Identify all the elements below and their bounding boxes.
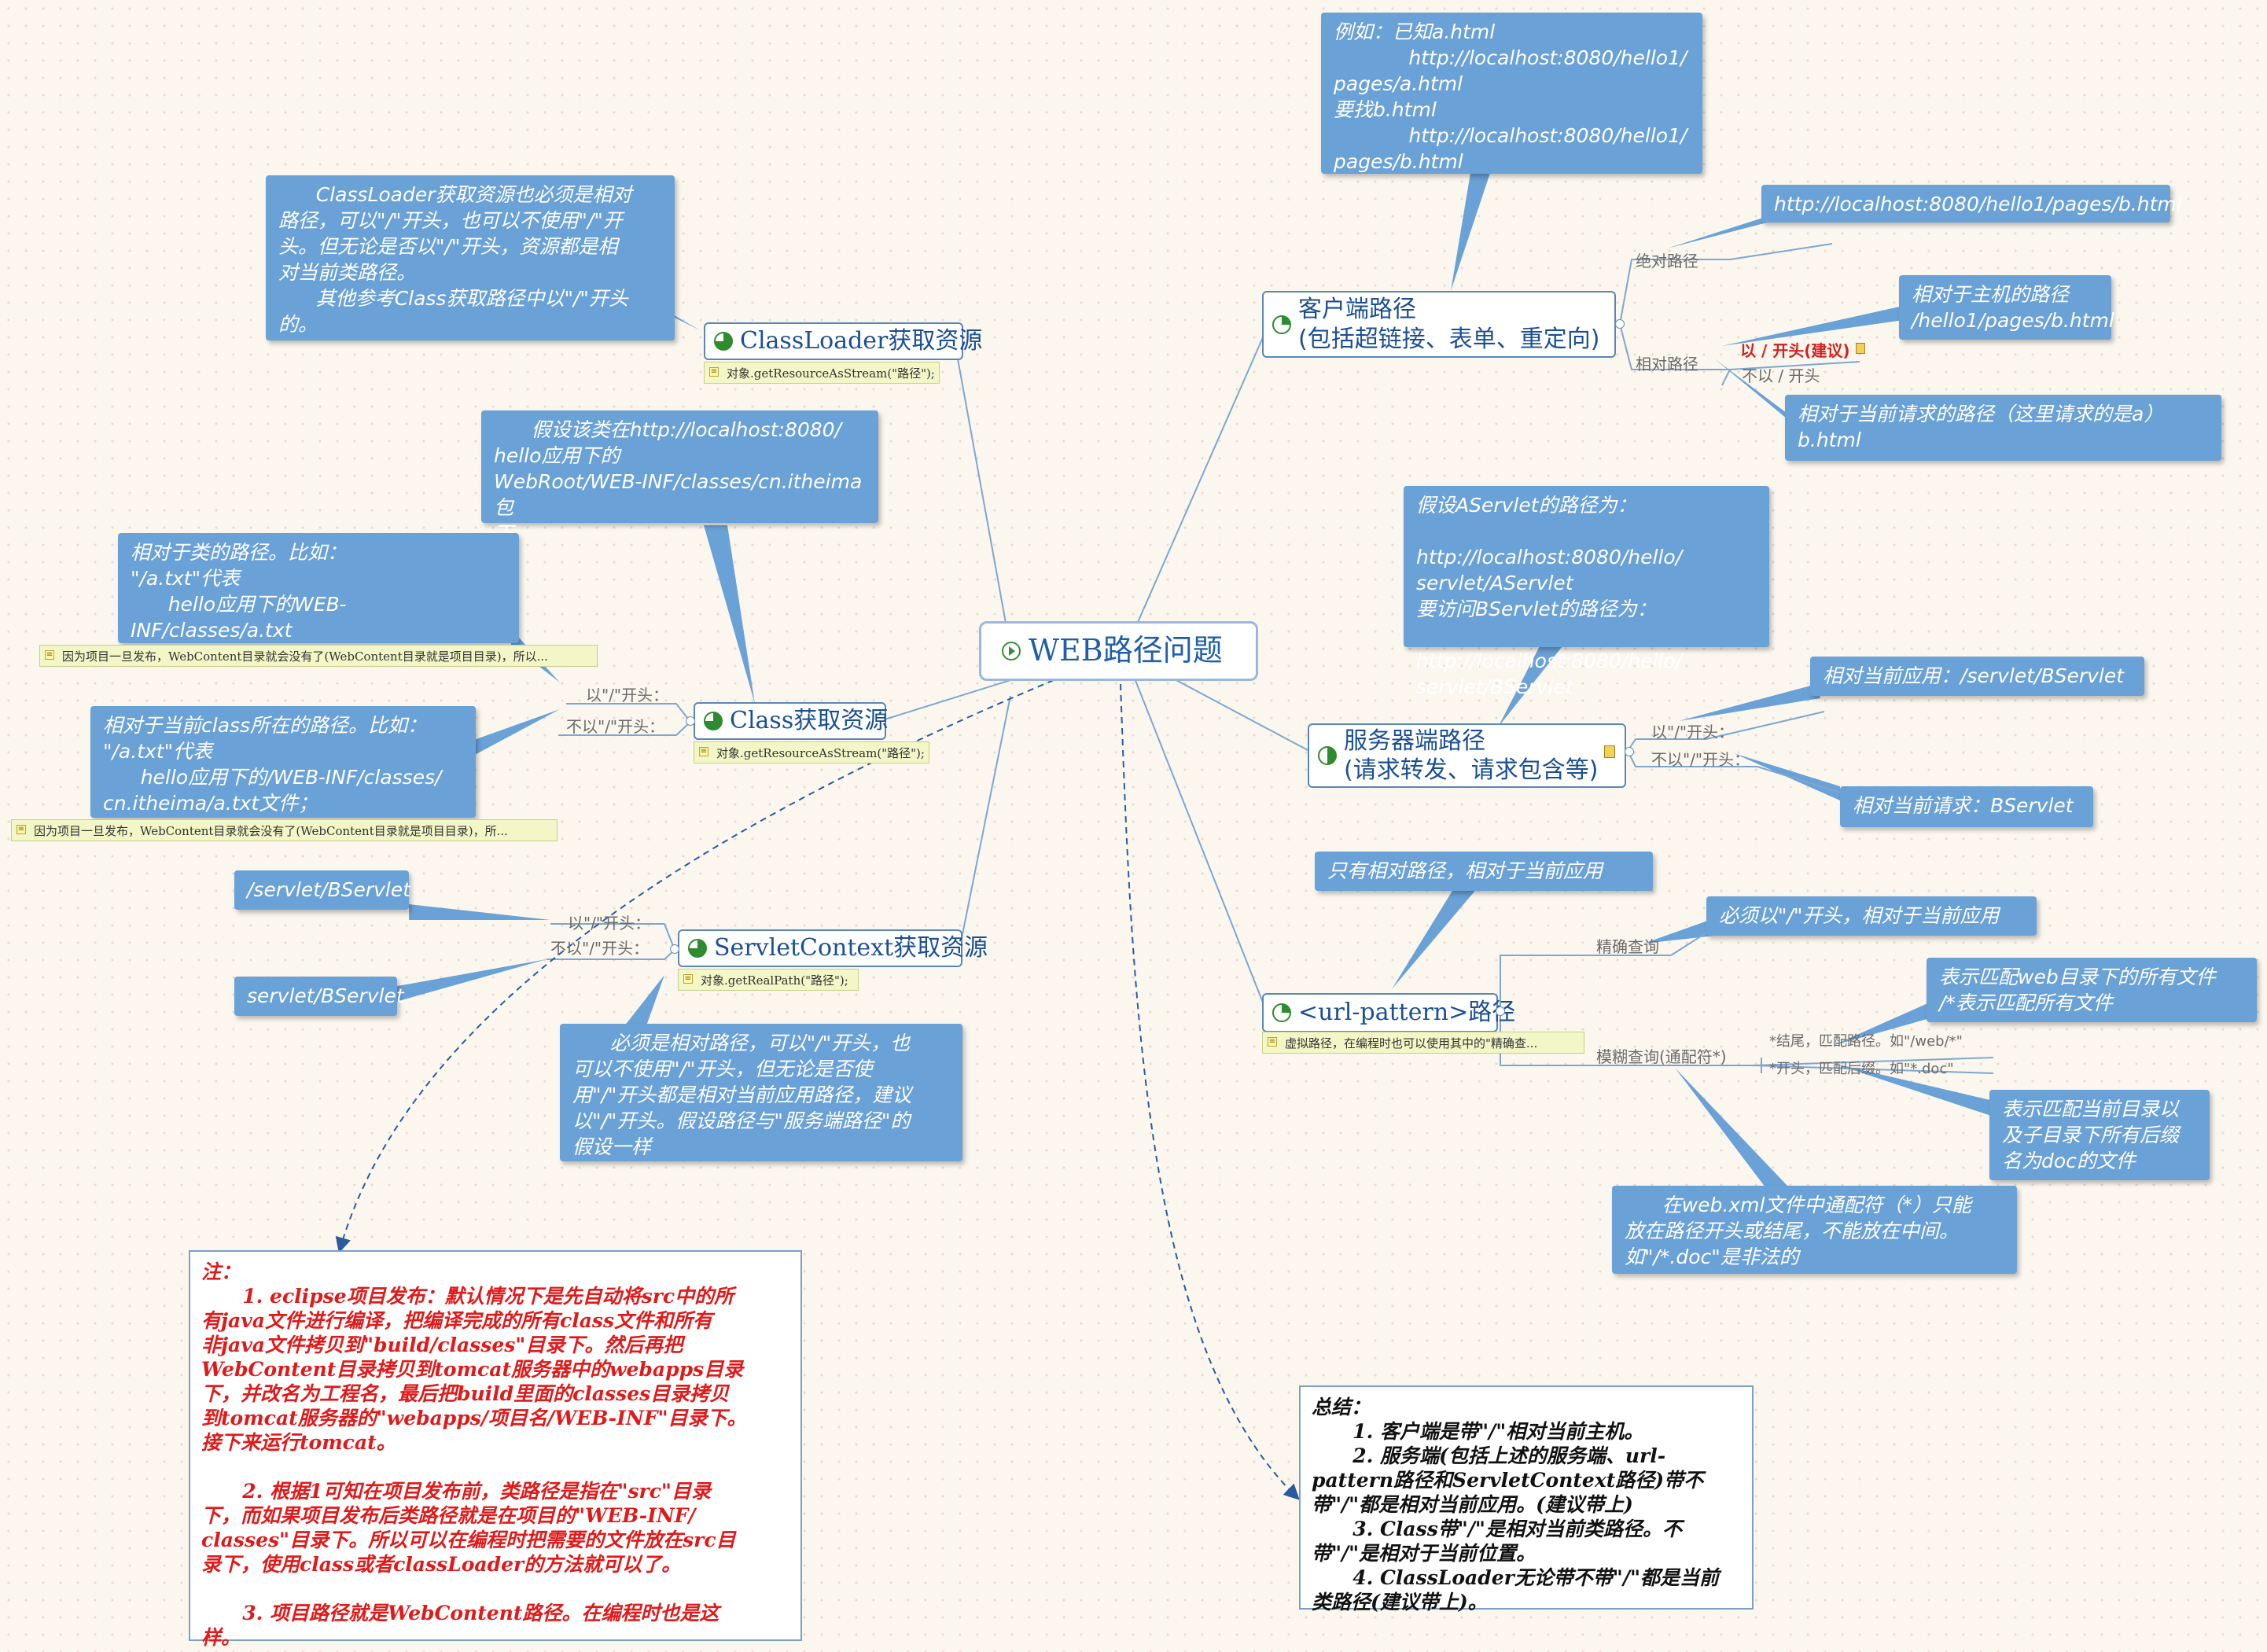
callout-server-request[interactable]: 相对当前请求：BServlet — [1840, 786, 2093, 827]
callout-pointer — [704, 525, 755, 704]
classloader-label: ClassLoader获取资源 — [740, 327, 983, 355]
branch-no-slash[interactable]: 不以 / 开头 — [1742, 366, 1820, 385]
callout-pointer — [409, 904, 550, 920]
callout-sc-no-slash[interactable]: servlet/BServlet — [234, 977, 404, 1016]
callout-pointer — [621, 975, 664, 1030]
callout-pointer — [1643, 918, 1714, 944]
url-pattern-subnote[interactable]: ≡ 虚拟路径，在编程时也可以使用其中的"精确查... — [1262, 1032, 1584, 1054]
branch-exact-query[interactable]: 精确查询 — [1596, 937, 1659, 956]
collapse-toggle[interactable] — [1496, 1006, 1505, 1016]
callout-sc-note[interactable]: 必须是相对路径，可以"/"开头，也 可以不使用"/"开头，但无论是否使 用"/"… — [560, 1024, 962, 1161]
callout-pointer — [1832, 999, 1938, 1046]
callout-client-example[interactable]: 例如：已知a.html http://localhost:8080/hello1… — [1321, 13, 1702, 174]
note-icon[interactable] — [1856, 343, 1865, 354]
client-path-label: 客户端路径 (包括超链接、表单、重定向) — [1298, 296, 1600, 353]
callout-server-example[interactable]: 假设AServlet的路径为： http://localhost:8080/he… — [1404, 486, 1769, 698]
callout-relative-host[interactable]: 相对于主机的路径 /hello1/pages/b.html — [1899, 275, 2114, 340]
progress-half-icon — [1318, 746, 1337, 765]
server-path-node[interactable]: 服务器端路径 (请求转发、请求包含等) — [1308, 723, 1626, 788]
branch-slash-suggested[interactable]: 以 / 开头(建议) — [1740, 341, 1850, 360]
progress-three-quarter-icon — [704, 712, 723, 730]
callout-sc-slash[interactable]: /servlet/BServlet — [234, 870, 410, 910]
classloader-subnote[interactable]: ≡ 对象.getResourceAsStream("路径"); — [704, 362, 940, 384]
callout-pointer — [1722, 305, 1915, 346]
callout-url-wildcard[interactable]: 在web.xml文件中通配符（*）只能 放在路径开头或结尾，不能放在中间。 如"… — [1612, 1186, 2017, 1274]
branch-absolute-path[interactable]: 绝对路径 — [1636, 252, 1698, 270]
client-path-node[interactable]: 客户端路径 (包括超链接、表单、重定向) — [1262, 291, 1616, 358]
callout-absolute-url[interactable]: http://localhost:8080/hello1/pages/b.htm… — [1761, 185, 2182, 223]
note-icon: ≡ — [17, 825, 26, 834]
callout-pointer — [1832, 1063, 1993, 1117]
callout-classloader-note[interactable]: ClassLoader获取资源也必须是相对 路径，可以"/"开头，也可以不使用"… — [266, 175, 675, 340]
summary-note-box[interactable]: 总结： 1. 客户端是带"/"相对当前主机。 2. 服务端(包括上述的服务端、u… — [1299, 1385, 1754, 1613]
callout-pointer — [393, 959, 547, 1003]
collapse-toggle[interactable] — [686, 716, 695, 726]
branch-server-no-slash[interactable]: 不以"/"开头： — [1651, 750, 1750, 769]
central-topic[interactable]: WEB路径问题 — [979, 621, 1258, 681]
collapse-toggle[interactable] — [1615, 319, 1625, 329]
servletcontext-node[interactable]: ServletContext获取资源 — [678, 929, 988, 967]
class-slash-subnote[interactable]: ≡ 因为项目一旦发布，WebContent目录就会没有了(WebContent目… — [39, 645, 598, 667]
branch-fuzzy-end[interactable]: *结尾，匹配路径。如"/web/*" — [1769, 1033, 1963, 1050]
collapse-toggle[interactable] — [1625, 747, 1634, 756]
callout-pointer — [1675, 1068, 1789, 1187]
branch-relative-path[interactable]: 相对路径 — [1636, 355, 1698, 373]
callout-pointer — [1451, 173, 1490, 291]
note-icon: ≡ — [1268, 1037, 1277, 1047]
branch-fuzzy-query[interactable]: 模糊查询(通配符*) — [1596, 1047, 1727, 1066]
branch-class-slash[interactable]: 以"/"开头： — [586, 686, 669, 705]
collapse-toggle[interactable] — [670, 944, 679, 954]
callout-pointer — [472, 709, 560, 756]
callout-pointer — [1392, 887, 1478, 989]
branch-server-slash[interactable]: 以"/"开头： — [1651, 723, 1735, 741]
branch-fuzzy-start[interactable]: *开头，匹配后缀。如"*.doc" — [1769, 1061, 1954, 1077]
callout-class-no-slash[interactable]: 相对于当前class所在的路径。比如： "/a.txt"代表 hello应用下的… — [90, 706, 476, 818]
callout-url-doc[interactable]: 表示匹配当前目录以 及子目录下所有后缀 名为doc的文件 — [1989, 1090, 2210, 1180]
url-pattern-node[interactable]: <url-pattern>路径 — [1262, 993, 1515, 1032]
callout-class-slash[interactable]: 相对于类的路径。比如： "/a.txt"代表 hello应用下的WEB-INF/… — [118, 533, 519, 668]
callout-url-web-all[interactable]: 表示匹配web目录下的所有文件 /*表示匹配所有文件 — [1927, 958, 2257, 1022]
branch-class-no-slash[interactable]: 不以"/"开头： — [566, 717, 665, 736]
server-path-label: 服务器端路径 (请求转发、请求包含等) — [1344, 727, 1599, 785]
servletcontext-subnote[interactable]: ≡ 对象.getRealPath("路径"); — [678, 969, 859, 991]
class-resource-subnote[interactable]: ≡ 对象.getResourceAsStream("路径"); — [694, 741, 929, 763]
class-resource-node[interactable]: Class获取资源 — [694, 702, 889, 740]
callout-class-assume[interactable]: 假设该类在http://localhost:8080/ hello应用下的 We… — [481, 410, 878, 545]
callout-pointer — [1679, 684, 1820, 721]
central-title: WEB路径问题 — [1029, 633, 1223, 668]
callout-server-app[interactable]: 相对当前应用：/servlet/BServlet — [1810, 657, 2144, 696]
url-pattern-label: <url-pattern>路径 — [1298, 999, 1516, 1027]
class-no-slash-subnote[interactable]: ≡ 因为项目一旦发布，WebContent目录就会没有了(WebContent目… — [11, 819, 558, 841]
callout-relative-request[interactable]: 相对于当前请求的路径（这里请求的是a） b.html — [1785, 395, 2221, 461]
note-icon: ≡ — [699, 747, 708, 756]
note-icon: ≡ — [709, 367, 719, 377]
classloader-node[interactable]: ClassLoader获取资源 — [704, 322, 982, 360]
servletcontext-label: ServletContext获取资源 — [714, 934, 988, 962]
progress-three-quarter-icon — [714, 332, 733, 351]
note-icon: ≡ — [45, 650, 54, 660]
class-resource-label: Class获取资源 — [730, 707, 889, 735]
eclipse-note-box[interactable]: 注： 1. eclipse项目发布：默认情况下是先自动将src中的所 有java… — [189, 1250, 802, 1649]
branch-sc-no-slash[interactable]: 不以"/"开头： — [550, 939, 650, 958]
progress-quarter-icon — [1272, 1003, 1291, 1022]
callout-pointer — [1498, 643, 1565, 727]
progress-three-quarter-icon — [688, 939, 707, 958]
branch-sc-slash[interactable]: 以"/"开头： — [568, 914, 651, 933]
note-icon: ≡ — [683, 974, 693, 984]
callout-pointer — [1734, 753, 1840, 800]
play-circle-icon — [1002, 642, 1021, 660]
callout-url-must-slash[interactable]: 必须以"/"开头，相对于当前应用 — [1706, 896, 2037, 936]
note-icon[interactable] — [1604, 745, 1615, 758]
callout-url-only-relative[interactable]: 只有相对路径，相对于当前应用 — [1315, 852, 1653, 891]
progress-quarter-icon — [1272, 315, 1291, 334]
